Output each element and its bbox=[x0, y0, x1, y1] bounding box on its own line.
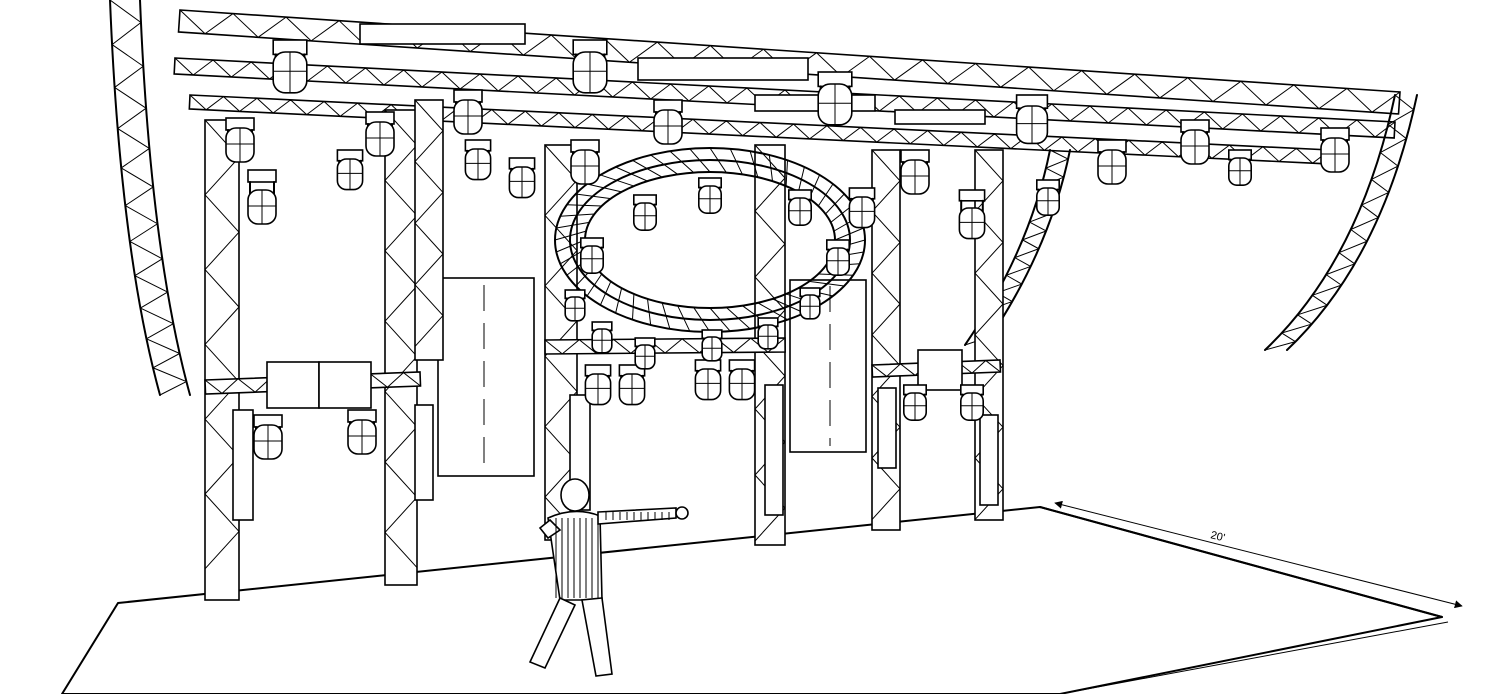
moving-head-light bbox=[900, 149, 930, 195]
moving-head-light bbox=[848, 187, 876, 229]
moving-head-light bbox=[1036, 179, 1061, 217]
dimension-arrow: 20' bbox=[1054, 500, 1463, 609]
moving-head-light bbox=[570, 139, 600, 185]
moving-head-light bbox=[697, 177, 722, 215]
moving-head-light bbox=[247, 169, 277, 225]
vertical-truss-6 bbox=[871, 149, 901, 531]
moving-head-light bbox=[1015, 94, 1049, 145]
moving-head-light bbox=[253, 414, 283, 460]
moving-head-light bbox=[453, 89, 483, 135]
moving-head-light bbox=[959, 384, 984, 422]
human-figure bbox=[528, 478, 689, 677]
moving-head-light bbox=[564, 289, 586, 322]
moving-head-light bbox=[347, 409, 377, 455]
moving-head-light bbox=[701, 329, 723, 362]
moving-head-light bbox=[817, 71, 853, 126]
vertical-truss-2 bbox=[384, 109, 418, 586]
moving-head-light bbox=[1320, 127, 1350, 173]
moving-head-light bbox=[757, 317, 779, 350]
vertical-truss-1 bbox=[204, 119, 240, 601]
moving-head-light bbox=[1097, 139, 1127, 185]
moving-head-light bbox=[799, 287, 821, 320]
moving-head-light bbox=[787, 189, 812, 227]
moving-head-light bbox=[728, 359, 756, 401]
moving-head-light bbox=[336, 149, 364, 191]
moving-head-light bbox=[579, 237, 604, 275]
moving-head-light bbox=[653, 99, 683, 145]
moving-head-light bbox=[694, 359, 722, 401]
vertical-truss-3 bbox=[414, 99, 444, 361]
moving-head-light bbox=[365, 111, 395, 157]
moving-head-light bbox=[508, 157, 536, 199]
moving-head-light bbox=[825, 239, 850, 277]
moving-head-light bbox=[902, 384, 927, 422]
moving-head-light bbox=[464, 139, 492, 181]
moving-head-light bbox=[584, 364, 612, 406]
moving-head-light bbox=[572, 39, 608, 94]
moving-head-light bbox=[958, 189, 986, 240]
moving-head-light bbox=[618, 364, 646, 406]
moving-head-light bbox=[225, 117, 255, 163]
projection-screens bbox=[437, 277, 867, 477]
moving-head-light bbox=[272, 39, 308, 94]
moving-head-light bbox=[632, 194, 657, 232]
left-curved-truss bbox=[109, 0, 191, 396]
moving-head-light bbox=[1180, 119, 1210, 165]
moving-head-fixtures bbox=[225, 39, 1350, 460]
moving-head-light bbox=[591, 321, 613, 354]
dimension-label: 20' bbox=[1209, 529, 1226, 544]
moving-head-light bbox=[634, 337, 656, 370]
moving-head-light bbox=[1228, 149, 1253, 187]
cross-truss-center bbox=[544, 337, 786, 355]
truss-rig bbox=[109, 0, 1418, 601]
right-curved-truss-outer bbox=[1264, 94, 1418, 351]
